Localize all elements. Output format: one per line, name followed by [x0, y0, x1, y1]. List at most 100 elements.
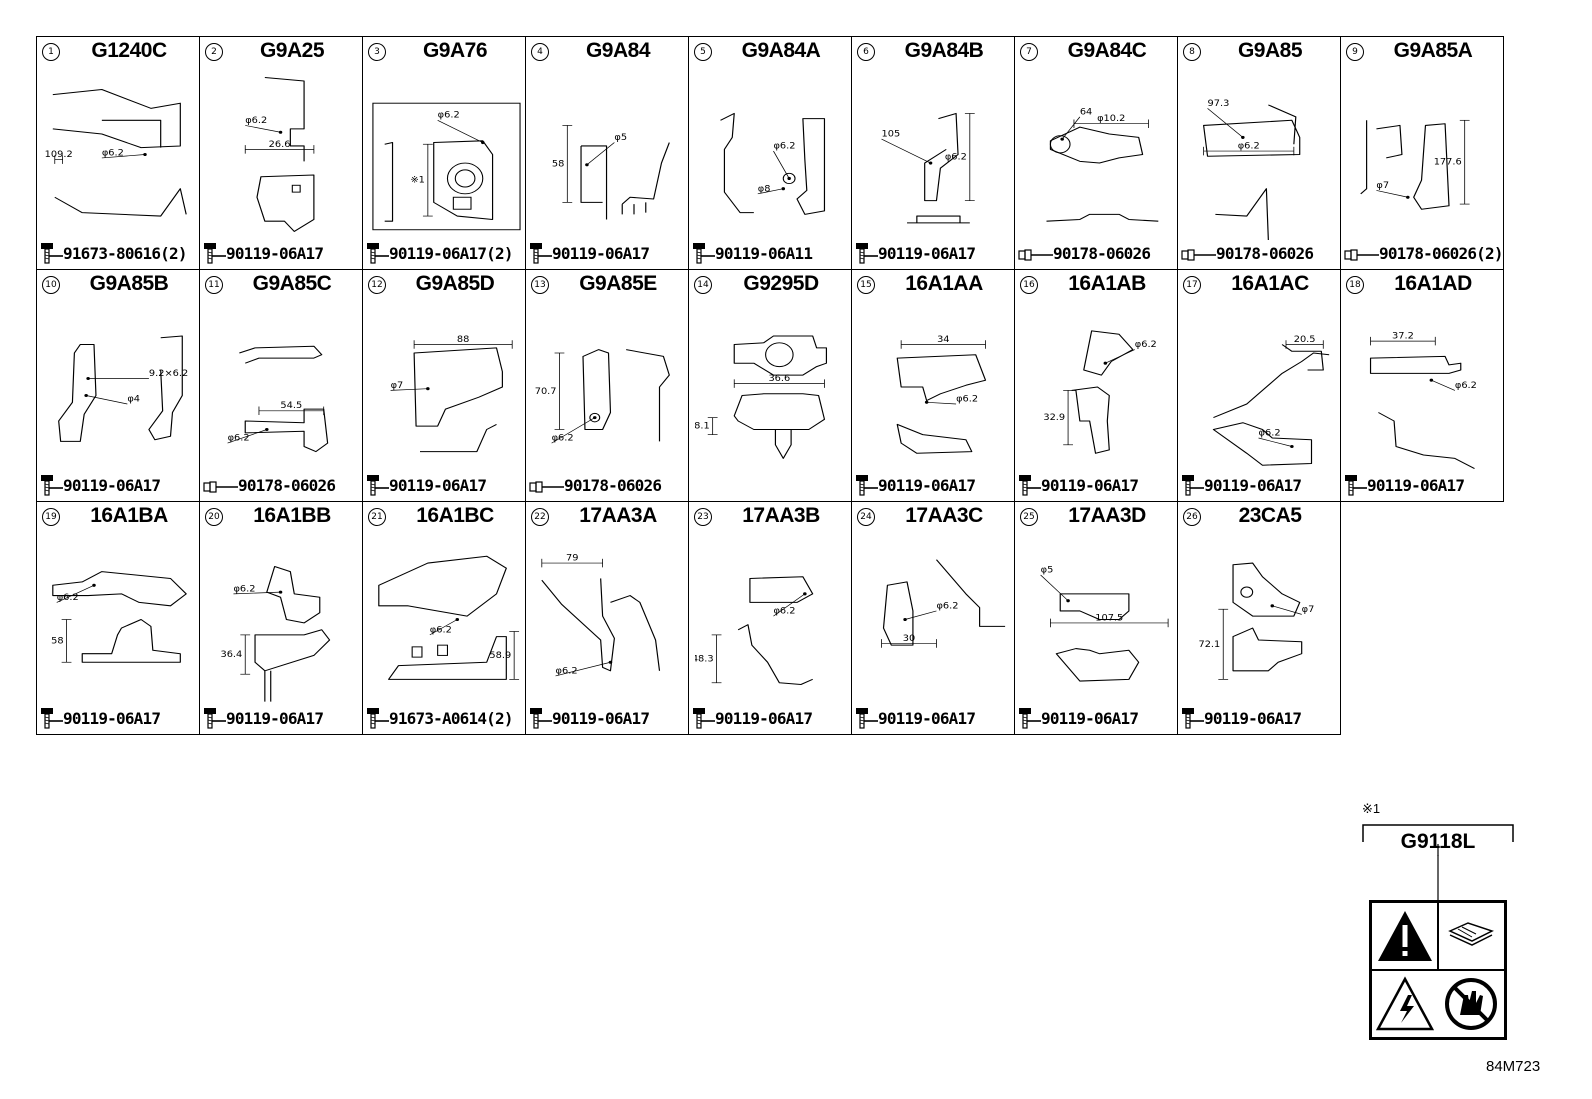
fastener-row: 90119-06A17	[528, 706, 688, 732]
dimension-label: 58	[552, 159, 565, 169]
fastener-part-number: 90119-06A11	[715, 244, 813, 263]
part-drawing: 72.1φ7	[1198, 562, 1315, 680]
part-drawing: 9.2×6.2φ4	[58, 335, 188, 442]
fastener-row: 90119-06A17	[1343, 473, 1503, 499]
bolt-icon	[367, 708, 389, 729]
part-number-badge: 1	[42, 43, 60, 61]
warning-label-artwork	[1372, 903, 1504, 1031]
part-drawing: 48.3φ6.2	[695, 576, 814, 685]
fastener-row: 90119-06A17	[854, 706, 1014, 732]
dimension-label: 36.6	[768, 374, 790, 384]
part-number-badge: 7	[1020, 43, 1038, 61]
fastener-part-number: 90119-06A17	[1204, 476, 1302, 495]
fastener-part-number: 90119-06A17	[552, 244, 650, 263]
part-drawing: 70.7φ6.2	[535, 349, 670, 444]
fastener-row: 90119-06A17	[202, 241, 362, 267]
part-code: G9A25	[259, 39, 325, 62]
dimension-label: 88	[457, 335, 470, 345]
fastener-row: 90119-06A17	[365, 473, 525, 499]
dimension-label: φ6.2	[245, 115, 267, 125]
part-drawing: 26.6φ6.2	[244, 77, 315, 232]
part-number-badge: 12	[368, 276, 386, 294]
fastener-part-number: 90119-06A17	[1041, 709, 1139, 728]
part-drawing: φ6.2φ8	[720, 112, 826, 215]
fastener-row: 90178-06026	[528, 473, 688, 499]
dimension-label: φ6.2	[956, 394, 978, 404]
part-code: G1240C	[91, 39, 167, 62]
dimension-label: φ6.2	[1135, 340, 1157, 350]
bolt-icon	[1182, 708, 1204, 729]
dimension-label: φ6.2	[57, 592, 79, 602]
fastener-part-number: 90178-06026	[1053, 244, 1151, 263]
fastener-part-number: 90178-06026	[1216, 244, 1314, 263]
grommet-icon	[529, 481, 564, 493]
part-code: 16A1AD	[1394, 272, 1472, 295]
bolt-icon	[1019, 708, 1041, 729]
part-code: G9A85E	[579, 272, 657, 295]
dimension-label: 107.5	[1095, 613, 1123, 623]
part-header: 18 16A1AD	[1341, 270, 1503, 300]
bolt-icon	[693, 243, 715, 264]
part-number-badge: 14	[694, 276, 712, 294]
part-code: 16A1BB	[253, 504, 331, 527]
dimension-label: 64	[1080, 107, 1093, 117]
dimension-label: φ6.2	[552, 433, 574, 443]
part-code: 16A1AA	[905, 272, 983, 295]
part-drawing: 20.5φ6.2	[1212, 335, 1330, 466]
part-number-badge: 23	[694, 508, 712, 526]
dimension-label: 36.4	[220, 650, 242, 660]
bolt-icon	[367, 475, 389, 496]
dimension-label: φ8	[758, 184, 771, 194]
part-number-badge: 11	[205, 276, 223, 294]
dimension-label: 34	[937, 335, 950, 345]
dimension-label: 30	[903, 633, 916, 643]
fastener-row: 90119-06A17(2)	[365, 241, 525, 267]
bolt-icon	[204, 708, 226, 729]
fastener-row: 90119-06A17	[1017, 473, 1177, 499]
note-mark: ※1	[1362, 801, 1381, 816]
label-code: G9118L	[1400, 830, 1476, 853]
part-code: 17AA3C	[905, 504, 983, 527]
fastener-row: 90119-06A17	[691, 706, 851, 732]
fastener-part-number: 90119-06A17	[552, 709, 650, 728]
dimension-label: φ5	[614, 133, 627, 143]
fastener-row: 90119-06A11	[691, 241, 851, 267]
fastener-row: 90119-06A17	[854, 241, 1014, 267]
part-number-badge: 16	[1020, 276, 1038, 294]
dimension-label: 48.3	[695, 654, 714, 664]
part-number-badge: 18	[1346, 276, 1364, 294]
part-number-badge: 17	[1183, 276, 1201, 294]
part-number-badge: 21	[368, 508, 386, 526]
bolt-icon	[856, 708, 878, 729]
fastener-row: 90119-06A17	[1017, 706, 1177, 732]
part-number-badge: 24	[857, 508, 875, 526]
fastener-part-number: 90119-06A17(2)	[389, 244, 513, 263]
fastener-part-number: 90119-06A17	[1204, 709, 1302, 728]
bolt-icon	[856, 243, 878, 264]
part-header: 1 G1240C	[37, 37, 199, 67]
